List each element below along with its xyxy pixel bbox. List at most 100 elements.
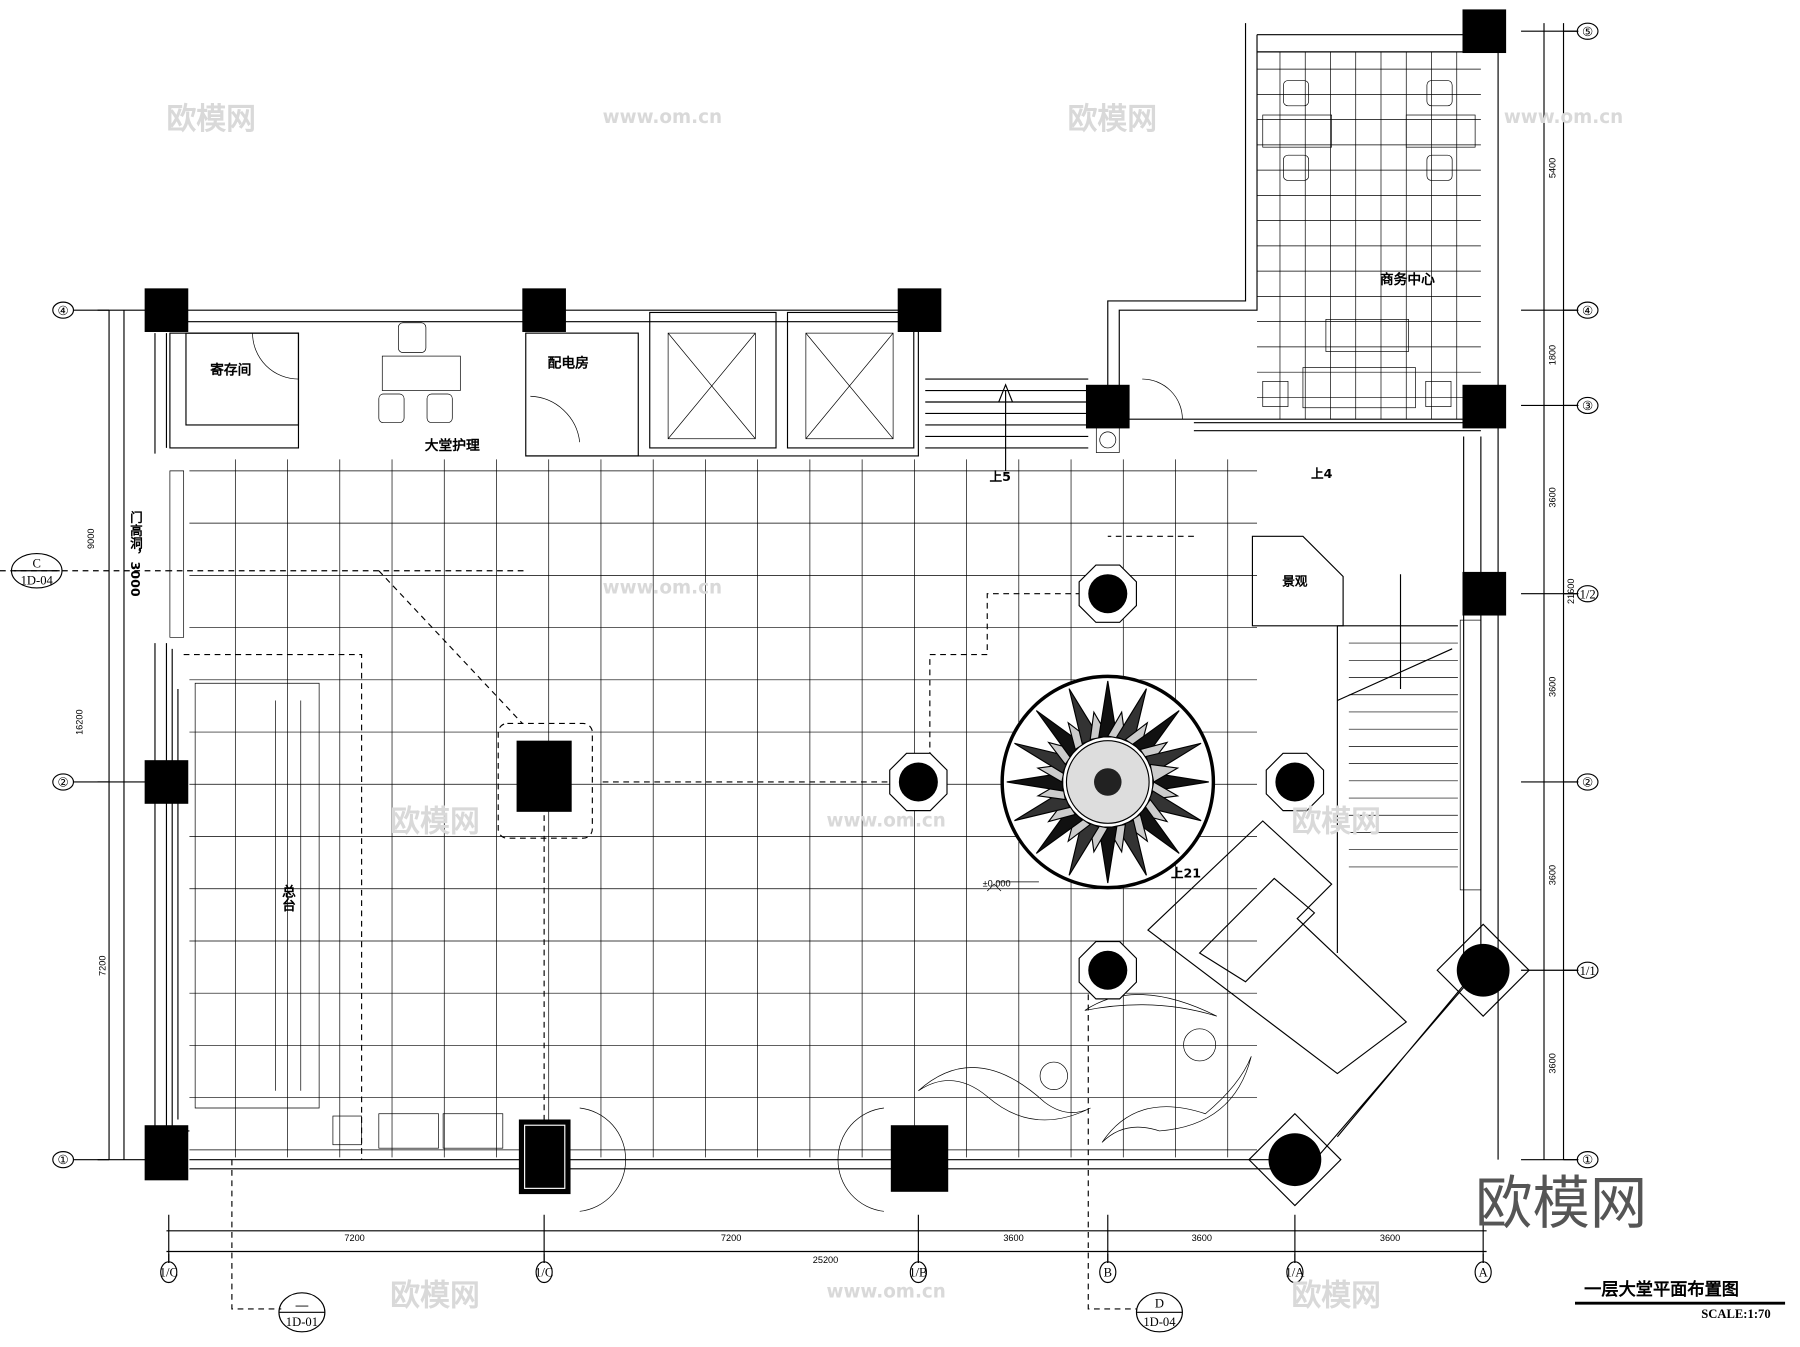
axis-right-1: ④ [1582, 304, 1593, 318]
section-d-id: D [1155, 1297, 1164, 1311]
octagonal-columns [889, 564, 1325, 1000]
room-labels: 寄存间 大堂护理 配电房 商务中心 景观 总台 门高洞，3000 上5 上4 上… [128, 271, 1435, 913]
medallion-center [1094, 768, 1122, 796]
axis-left-0: ④ [57, 304, 68, 318]
medallion-star-point [1132, 806, 1180, 854]
structural-columns [144, 9, 1530, 1207]
dim-right-3: 21600 [1566, 579, 1576, 605]
dim-bottom-0: 7200 [344, 1233, 364, 1243]
medallion-star-point [1014, 742, 1071, 774]
dim-bottom-4: 3600 [1380, 1233, 1400, 1243]
axis-left-1: ② [57, 776, 68, 790]
watermark-logo: 欧模网 [1068, 102, 1157, 137]
floor-medallion [1000, 674, 1216, 890]
door-height-note: 门高洞，3000 [128, 510, 143, 597]
watermark-logo: 欧模网 [390, 1278, 479, 1313]
axis-right-6-bubble [1576, 1151, 1599, 1169]
watermark-url: www.om.cn [827, 811, 946, 832]
axis-left-1-bubble [52, 773, 75, 791]
drawing-scale: SCALE:1:70 [1701, 1307, 1770, 1321]
medallion-star-point [1145, 790, 1202, 822]
dim-right-1: 1800 [1547, 345, 1557, 365]
axis-bottom-4: 1/A [1285, 1266, 1305, 1280]
medallion-star-point [1152, 772, 1209, 792]
axis-right-1-bubble [1576, 301, 1599, 319]
medallion-star-point [1006, 772, 1064, 792]
watermark-url: www.om.cn [603, 107, 722, 128]
watermark-logo: 欧模网 [1291, 804, 1380, 839]
axis-bottom-1-bubble [535, 1261, 553, 1284]
section-1-sheet: 1D-01 [286, 1315, 318, 1329]
label-power-room: 配电房 [548, 355, 589, 372]
dim-right-4: 3600 [1547, 677, 1557, 697]
axis-bottom-2-bubble [909, 1261, 927, 1284]
dim-right-0: 5400 [1547, 158, 1557, 178]
axis-bottom-0: 1/C [160, 1266, 178, 1280]
dim-bottom-2: 3600 [1003, 1233, 1023, 1243]
medallion-star-point [1035, 806, 1084, 854]
round-column [898, 762, 938, 802]
round-column [1088, 574, 1128, 614]
label-lobby-care: 大堂护理 [425, 437, 480, 454]
section-c-id: C [33, 556, 41, 570]
axis-left-2: ① [57, 1153, 68, 1167]
medallion-star-point [1035, 710, 1084, 758]
watermark-url: www.om.cn [603, 578, 722, 599]
axis-right-2-bubble [1576, 396, 1599, 415]
axis-right-4: ② [1582, 776, 1593, 790]
dim-right-6: 3600 [1547, 1053, 1557, 1073]
medallion-star-point [1132, 710, 1180, 758]
watermark-url: www.om.cn [1504, 107, 1623, 128]
axis-right-0: ⑤ [1582, 25, 1593, 39]
dim-bottom-1: 7200 [721, 1233, 741, 1243]
up5-label: 上5 [990, 469, 1011, 484]
axis-bottom-3: B [1104, 1266, 1112, 1280]
axis-right-6: ① [1582, 1153, 1593, 1167]
up4-label: 上4 [1311, 466, 1333, 481]
watermark-logo: 欧模网 [390, 804, 479, 839]
dim-left-0: 9000 [86, 529, 96, 549]
floor-tile-grid [189, 51, 1481, 1158]
medallion-star-point [1068, 819, 1100, 876]
label-front-desk: 总台 [279, 883, 296, 913]
watermark-logo: 欧模网 [166, 102, 255, 137]
axis-bottom-0-bubble [160, 1261, 178, 1284]
axis-right-3-bubble [1576, 585, 1599, 603]
label-business-center: 商务中心 [1380, 271, 1435, 288]
axis-right-0-bubble [1576, 22, 1599, 40]
dimension-lines [97, 23, 1579, 1263]
axis-left-0-bubble [52, 301, 75, 319]
watermarks: 欧模网 欧模网 欧模网 欧模网 欧模网 欧模网 www.om.cn www.om… [166, 102, 1647, 1314]
axis-bottom-5: A [1479, 1266, 1489, 1280]
watermark-logo: 欧模网 [1291, 1278, 1380, 1313]
axis-bottom-3-bubble [1099, 1261, 1117, 1284]
dim-left-2: 7200 [98, 956, 108, 976]
label-storage: 寄存间 [210, 361, 251, 378]
up21-label: 上21 [1171, 865, 1201, 880]
dim-left-1: 16200 [75, 709, 85, 735]
drawing-title-block: 一层大堂平面布置图 SCALE:1:70 [1575, 1279, 1786, 1321]
dim-right-2: 3600 [1547, 487, 1557, 507]
dim-bottom-total: 25200 [813, 1255, 839, 1265]
axis-right-4-bubble [1576, 773, 1599, 791]
axis-bottom-4-bubble [1286, 1261, 1304, 1284]
section-marks: C 1D-04 — 1D-01 D 1D-04 [0, 552, 1183, 1333]
medallion-star-point [1115, 688, 1147, 745]
medallion-star-point [1098, 680, 1118, 738]
dimension-texts: 9000 16200 7200 5400 1800 3600 21600 360… [75, 158, 1576, 1265]
drawing-title: 一层大堂平面布置图 [1584, 1279, 1739, 1300]
elevation-label: ±0.000 [983, 878, 1011, 888]
watermark-url: www.om.cn [827, 1281, 946, 1302]
medallion-inner-point [1149, 763, 1180, 783]
round-column [1275, 762, 1315, 802]
axis-right-5-bubble [1576, 961, 1599, 979]
medallion-star-point [1098, 826, 1118, 884]
axis-bottom-1: 1/C [535, 1266, 553, 1280]
axis-bottom-2: 1/B [909, 1266, 927, 1280]
axis-left-2-bubble [52, 1151, 75, 1169]
watermark-logo-large: 欧模网 [1475, 1170, 1647, 1237]
label-landscape: 景观 [1282, 574, 1308, 589]
dim-right-5: 3600 [1547, 865, 1557, 885]
